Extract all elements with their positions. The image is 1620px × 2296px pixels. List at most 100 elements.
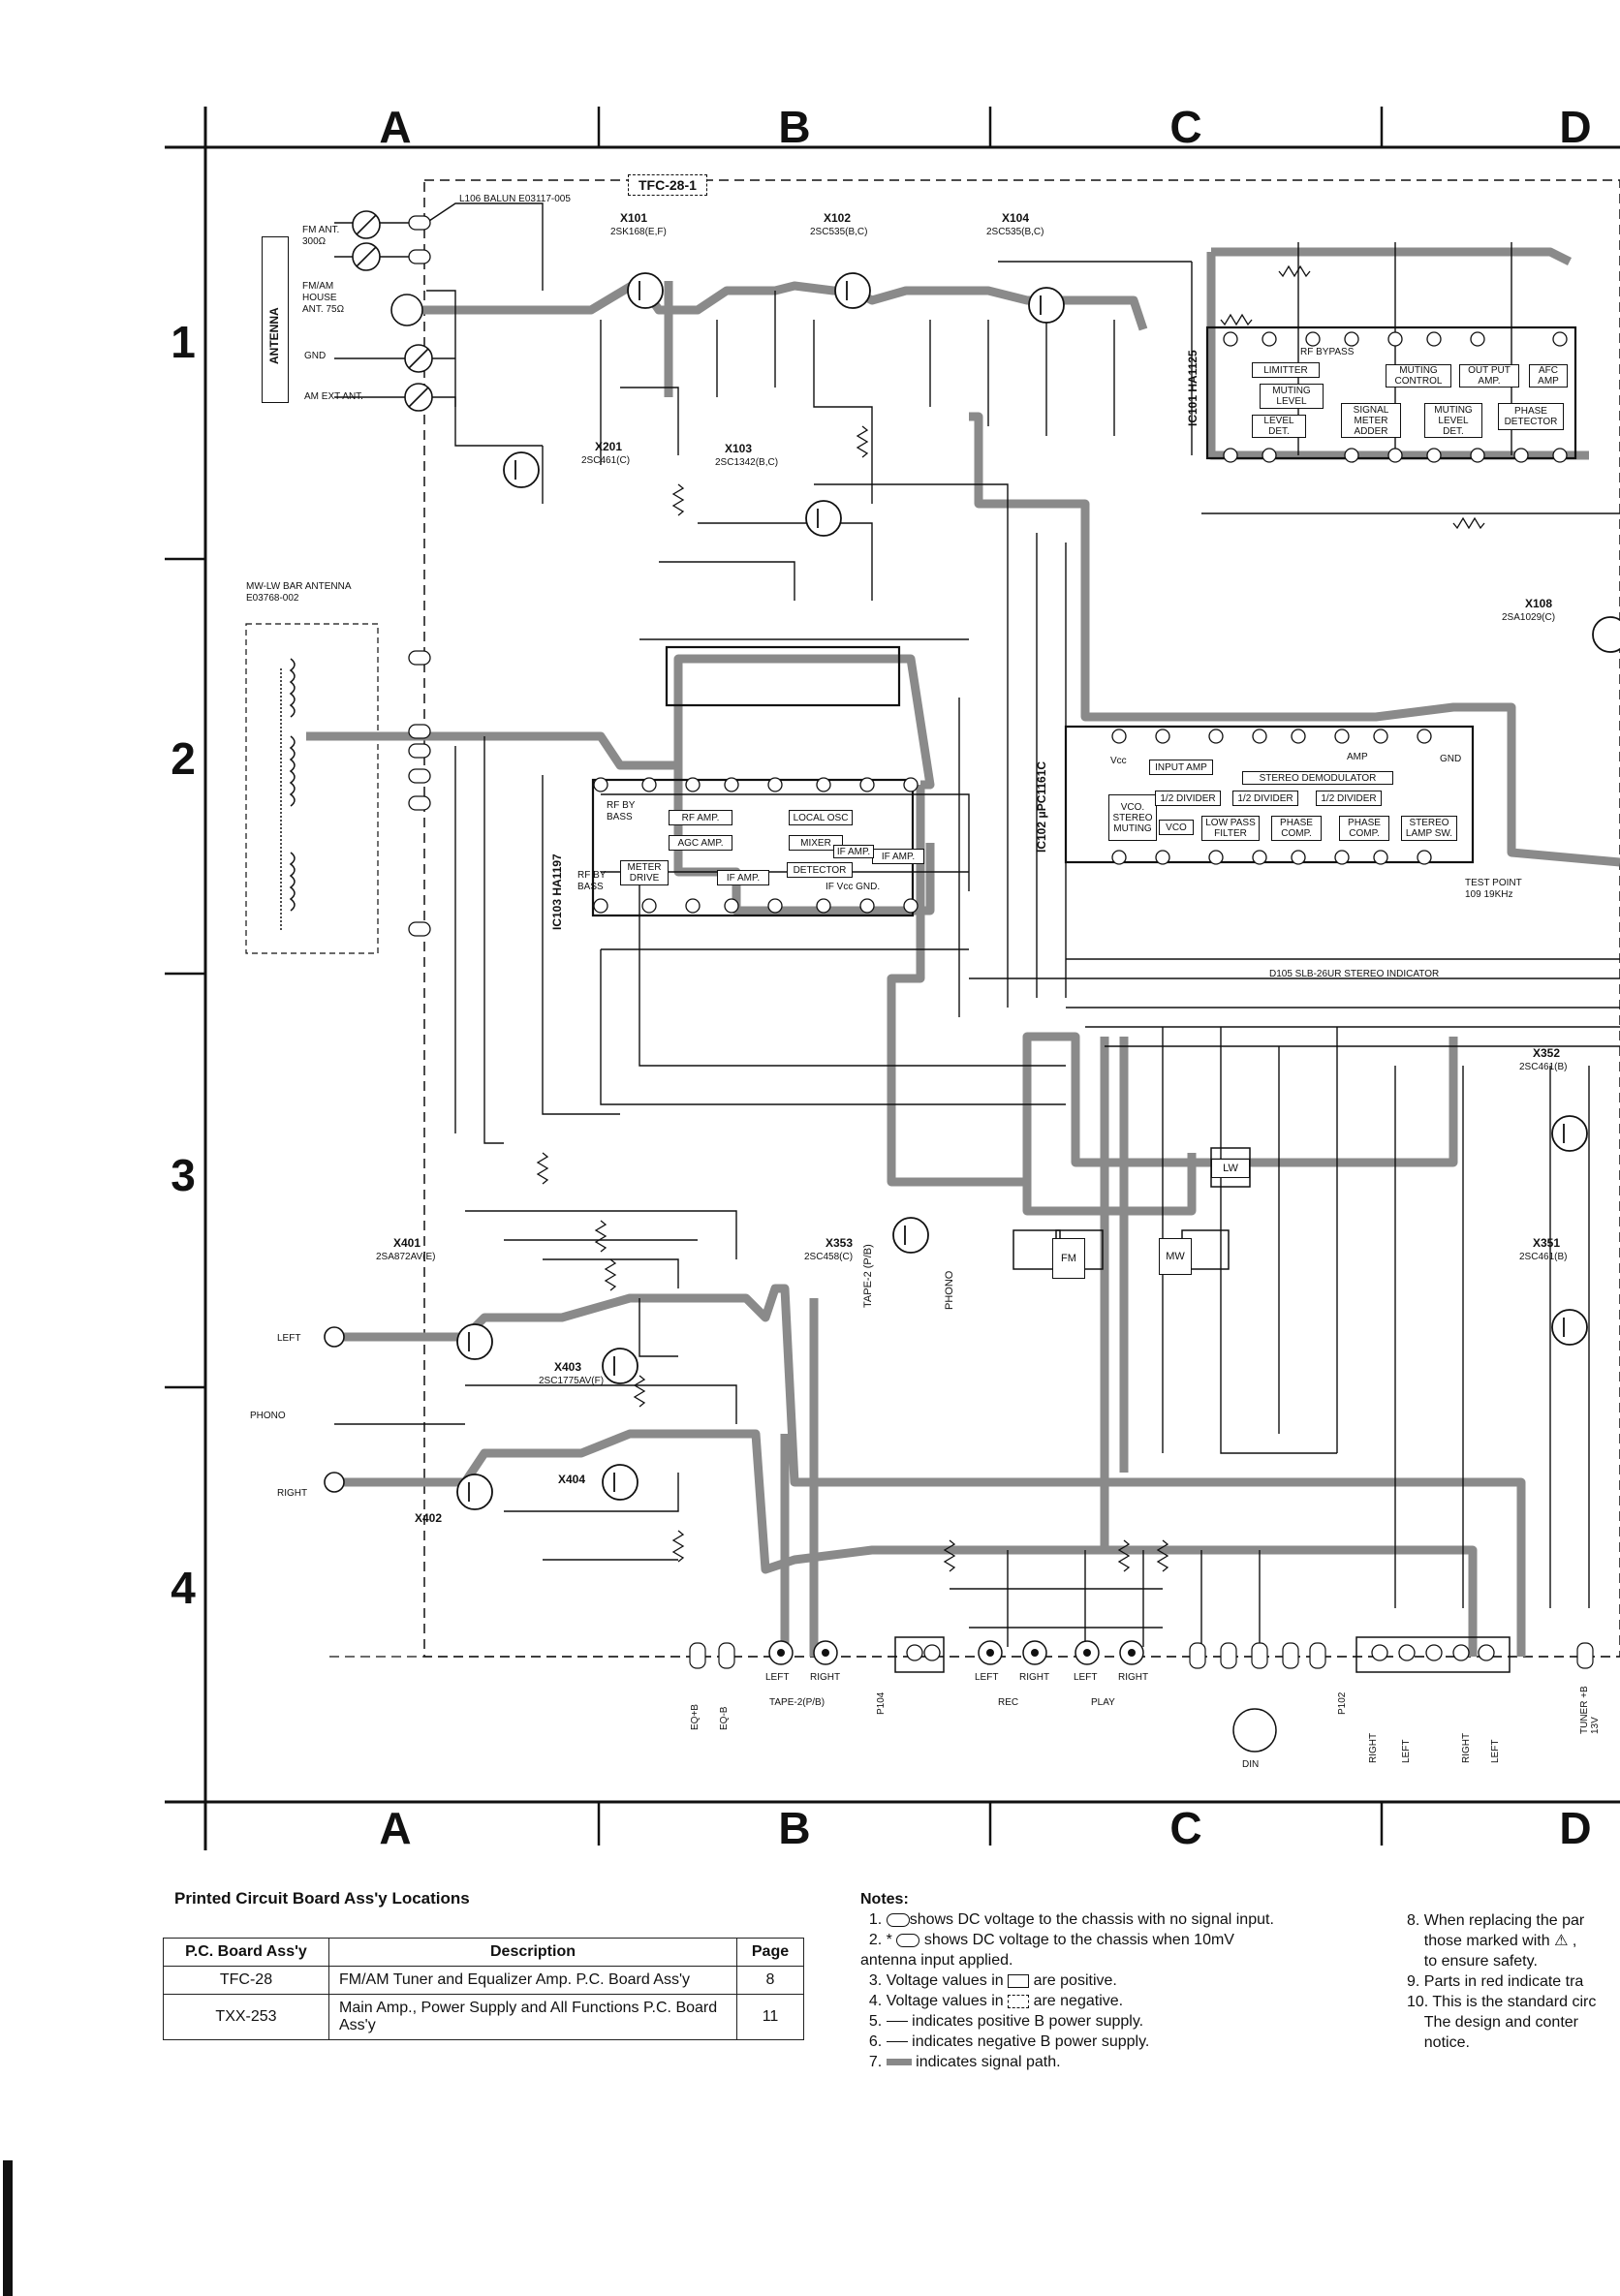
table-row: TFC-28 FM/AM Tuner and Equalizer Amp. P.… (163, 1966, 804, 1995)
conn-rec-left: LEFT (975, 1672, 999, 1683)
signal-path-swatch-icon (886, 2059, 912, 2066)
ic102-gnd: GND (1440, 754, 1462, 764)
antenna-terminal-fm-ant: FM ANT. 300Ω (302, 225, 340, 247)
grid-column-b-bottom: B (778, 1803, 811, 1853)
ic103-if-amp-3: IF AMP. (833, 845, 874, 858)
transistor-x353: X353 (826, 1236, 854, 1250)
note-8c: to ensure safety. (1407, 1951, 1620, 1971)
ic102-half-divider-2: 1/2 DIVIDER (1232, 791, 1298, 806)
ic101-level-det: LEVEL DET. (1252, 415, 1306, 438)
note-2-text: shows DC voltage to the chassis when 10m… (923, 1932, 1234, 1948)
note-4-text: Voltage values in (886, 1993, 1004, 2009)
ic101-output-amp: OUT PUT AMP. (1459, 364, 1519, 388)
conn-eq-plus-b: EQ+B (690, 1704, 701, 1730)
note-7-text: indicates signal path. (916, 2054, 1061, 2070)
conn-rec-right: RIGHT (1019, 1672, 1050, 1683)
transistor-x108: X108 (1525, 597, 1553, 610)
grid-row-4: 4 (171, 1563, 196, 1613)
ic103-rf-by-bass-2: RF BY BASS (577, 870, 607, 892)
switch-tape2-label: TAPE-2 (P/B) (862, 1244, 874, 1308)
ic101-limitter: LIMITTER (1252, 362, 1320, 378)
ic103-if-amp-1: IF AMP. (872, 849, 924, 864)
conn-tape2-right: RIGHT (810, 1672, 841, 1683)
transistor-x201: X201 (595, 440, 623, 453)
conn-p102: P102 (1337, 1691, 1348, 1715)
ic103-rf-amp: RF AMP. (669, 810, 732, 825)
ic103-meter-drive: METER DRIVE (620, 860, 669, 885)
transistor-x404: X404 (558, 1473, 586, 1486)
grid-column-a: A (379, 102, 412, 152)
ic103-local-osc: LOCAL OSC (789, 810, 853, 825)
pcb-header-page: Page (736, 1938, 804, 1967)
phono-left-label: LEFT (277, 1333, 301, 1344)
note-2: 2. * shows DC voltage to the chassis whe… (860, 1932, 1234, 1948)
note-6-text: indicates negative B power supply. (912, 2033, 1150, 2050)
conn-din: DIN (1242, 1759, 1260, 1770)
note-8b: those marked with ⚠ , (1423, 1933, 1577, 1949)
p102-pin-left-2: LEFT (1490, 1739, 1501, 1763)
line-icon (886, 2041, 908, 2043)
note-5: 5. indicates positive B power supply. (860, 2013, 1144, 2030)
transistor-x352: X352 (1533, 1046, 1561, 1060)
conn-tuner-b: TUNER +B 13V (1579, 1686, 1601, 1734)
ic103-if-vcc-gnd: IF Vcc GND. (826, 882, 881, 892)
grid-column-b: B (778, 102, 811, 152)
ic101-afc-amp: AFC AMP (1529, 364, 1568, 388)
transistor-x352-type: 2SC461(B) (1519, 1062, 1568, 1072)
ic102-test-point: TEST POINT 109 19KHz (1465, 878, 1522, 900)
notes-continued: 8. When replacing the par those marked w… (1407, 1910, 1620, 2053)
note-5-text: indicates positive B power supply. (912, 2013, 1144, 2030)
note-9-text: Parts in red indicate tra (1423, 1973, 1584, 1990)
ic102-vcc: Vcc (1110, 756, 1127, 766)
pcb-cell: 8 (736, 1966, 804, 1995)
ic101-phase-detector: PHASE DETECTOR (1498, 403, 1564, 430)
transistor-x201-type: 2SC461(C) (581, 455, 631, 466)
note-3-suffix: are positive. (1033, 1972, 1117, 1989)
note-8c-text: to ensure safety. (1423, 1953, 1538, 1970)
pcb-table-title: Printed Circuit Board Ass'y Locations (174, 1889, 470, 1908)
table-row: TXX-253 Main Amp., Power Supply and All … (163, 1994, 804, 2040)
grid-column-c-bottom: C (1169, 1803, 1202, 1853)
stereo-indicator: D105 SLB-26UR STEREO INDICATOR (1269, 969, 1440, 979)
transistor-x401: X401 (393, 1236, 421, 1250)
p102-pin-right-1: RIGHT (1368, 1732, 1379, 1763)
ic102-amp: AMP (1347, 752, 1368, 762)
ic101-signal-meter-adder: SIGNAL METER ADDER (1341, 403, 1401, 438)
pcb-cell: Main Amp., Power Supply and All Function… (328, 1994, 737, 2040)
ic101-muting-level-det: MUTING LEVEL DET. (1424, 403, 1482, 438)
bar-antenna-label: MW-LW BAR ANTENNA E03768-002 (246, 581, 351, 604)
pcb-table: P.C. Board Ass'y Description Page TFC-28… (163, 1938, 804, 2040)
grid-column-a-bottom: A (379, 1803, 412, 1853)
ic102-input-amp: INPUT AMP (1149, 760, 1213, 775)
pcb-table-header: P.C. Board Ass'y Description Page (163, 1938, 804, 1967)
ic102-low-pass-filter: LOW PASS FILTER (1201, 816, 1260, 841)
balun-label: L106 BALUN E03117-005 (459, 194, 571, 204)
pcb-header-desc: Description (328, 1938, 737, 1967)
note-9: 9. Parts in red indicate tra (1407, 1973, 1584, 1990)
note-10c-text: notice. (1423, 2034, 1470, 2051)
grid-column-c: C (1169, 102, 1202, 152)
p102-pin-left-1: LEFT (1401, 1739, 1412, 1763)
ic102-phase-comp-1: PHASE COMP. (1271, 816, 1322, 841)
transistor-x401-type: 2SA872AV(E) (376, 1252, 436, 1262)
grid-row-1: 1 (171, 317, 196, 367)
p102-pin-right-2: RIGHT (1461, 1732, 1472, 1763)
transistor-x104-type: 2SC535(B,C) (986, 227, 1044, 237)
note-6: 6. indicates negative B power supply. (860, 2033, 1150, 2050)
grid-column-d-bottom: D (1559, 1803, 1592, 1853)
transistor-x108-type: 2SA1029(C) (1502, 612, 1556, 623)
switch-phono-label: PHONO (944, 1270, 955, 1310)
antenna-terminal-house-ant: FM/AM HOUSE ANT. 75Ω (302, 281, 345, 315)
transistor-x101: X101 (620, 211, 648, 225)
transistor-x101-type: 2SK168(E,F) (610, 227, 667, 237)
ic102-stereo-demodulator: STEREO DEMODULATOR (1242, 771, 1393, 785)
note-3-text: Voltage values in (886, 1972, 1004, 1989)
transistor-x351: X351 (1533, 1236, 1561, 1250)
square-icon (1008, 1994, 1030, 2008)
ic102-vco-stereo-muting: VCO. STEREO MUTING (1108, 794, 1157, 841)
oval-icon (896, 1933, 920, 1947)
ic102-vco: VCO (1159, 820, 1194, 835)
conn-play-group: PLAY (1091, 1697, 1115, 1708)
phono-label: PHONO (250, 1411, 286, 1421)
note-8-text: When replacing the par (1423, 1912, 1585, 1929)
